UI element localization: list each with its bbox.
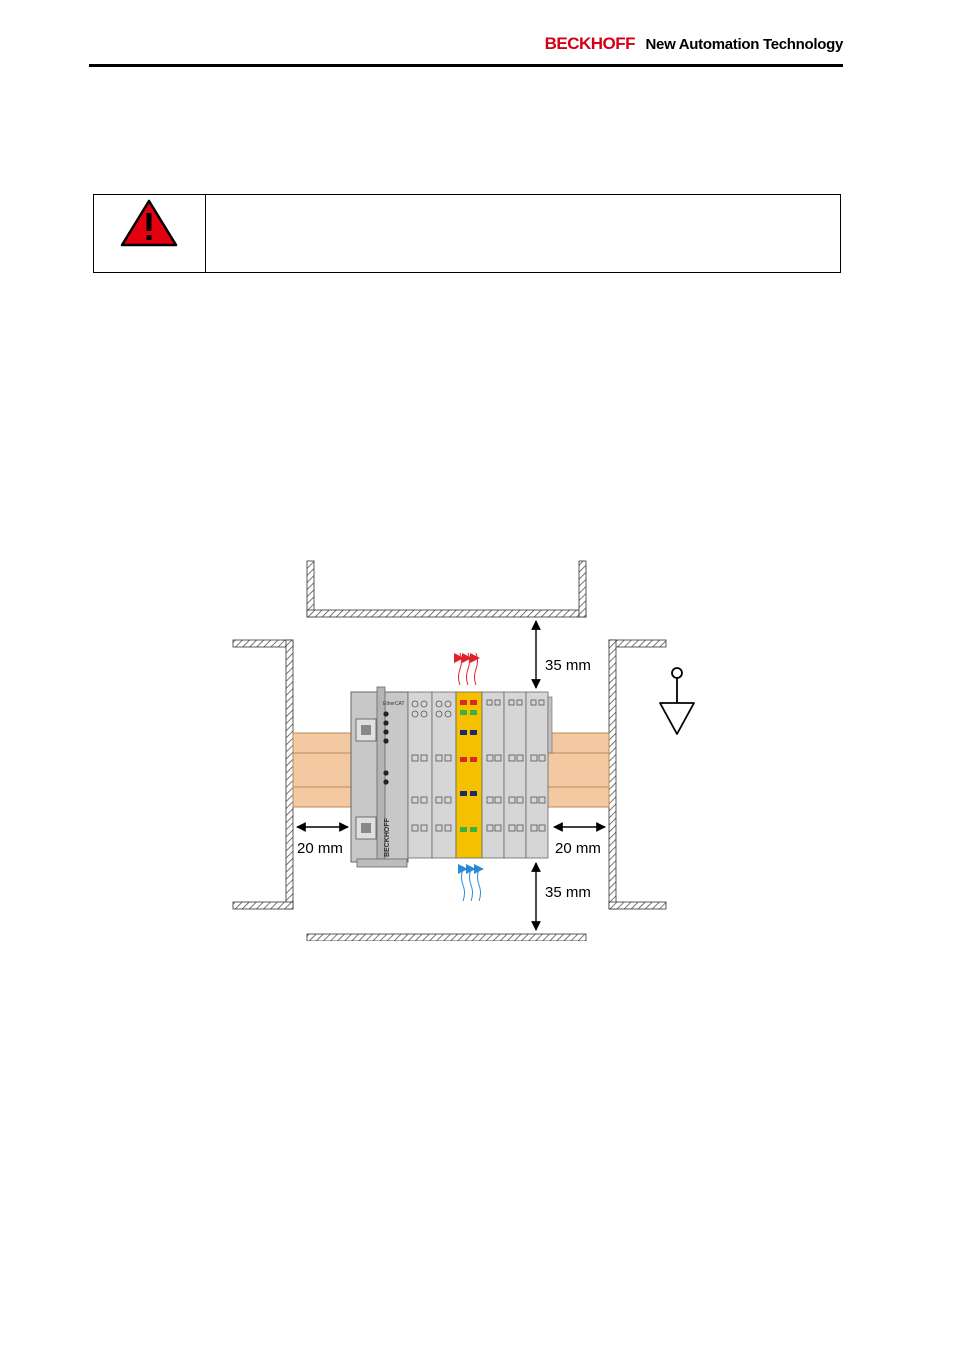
- ground-symbol-icon: [659, 667, 695, 735]
- warm-airflow-arrows-icon: [454, 652, 480, 686]
- right-clearance-label: 20 mm: [555, 840, 601, 857]
- wall-bottom: [306, 933, 587, 941]
- wall-right: [608, 639, 667, 910]
- brand-name: BECKHOFF: [544, 34, 636, 53]
- page-header: BECKHOFF New Automation Technology: [89, 30, 843, 67]
- cool-airflow-arrows-icon: [458, 864, 484, 902]
- warning-icon-cell: [94, 195, 206, 272]
- warning-box: [93, 194, 841, 273]
- coupler-header-text: EtherCAT: [383, 701, 405, 707]
- dimension-arrows: [296, 620, 606, 931]
- terminal-modules: [407, 691, 553, 859]
- bottom-clearance-label: 35 mm: [545, 884, 591, 901]
- wall-top: [306, 560, 587, 618]
- bus-coupler: EtherCAT BECKHOFF: [350, 686, 409, 868]
- brand-logo: BECKHOFF New Automation Technology: [544, 34, 844, 54]
- brand-tagline: New Automation Technology: [645, 36, 844, 53]
- mounting-clearance-figure: EtherCAT BECKHOFF: [231, 559, 695, 941]
- warning-triangle-icon: [120, 199, 178, 247]
- warning-text-cell: [206, 195, 840, 272]
- coupler-brand-text: BECKHOFF: [384, 817, 391, 857]
- wall-left: [232, 639, 294, 910]
- mounting-diagram: EtherCAT BECKHOFF: [232, 560, 695, 941]
- top-clearance-label: 35 mm: [545, 657, 591, 674]
- left-clearance-label: 20 mm: [297, 840, 343, 857]
